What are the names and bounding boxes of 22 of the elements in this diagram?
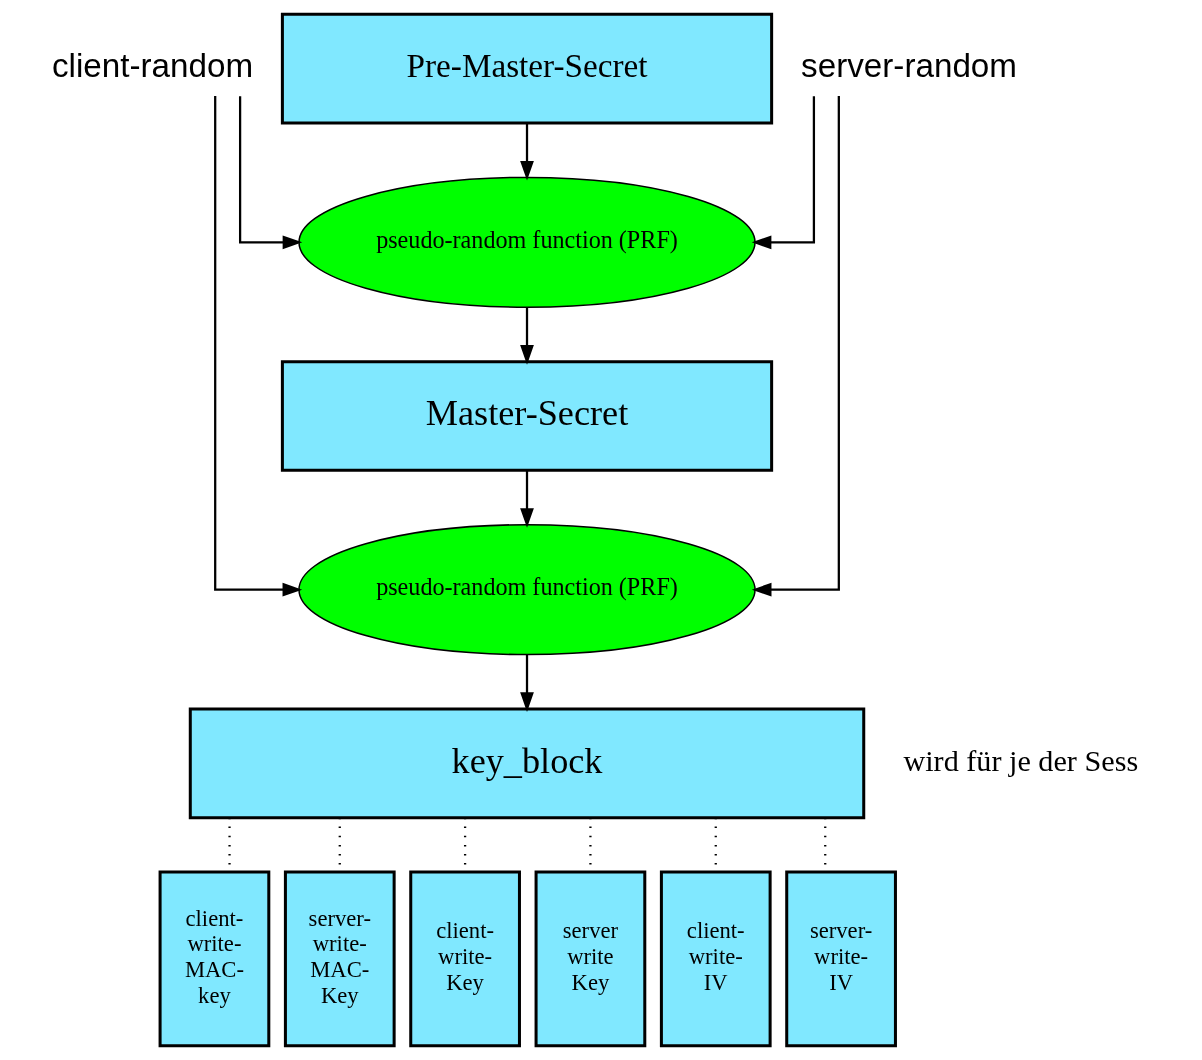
arrow bbox=[520, 307, 534, 365]
node-box: server-write-IV bbox=[785, 870, 897, 1048]
node-box: client-write-MAC-key bbox=[158, 870, 271, 1048]
node-box: client-write-IV bbox=[659, 870, 772, 1048]
node-text: server-random bbox=[801, 47, 1017, 85]
node-ellipse: pseudo-random function (PRF) bbox=[298, 523, 756, 656]
arrow bbox=[751, 95, 840, 597]
arrow bbox=[520, 470, 534, 528]
label: wird für je der Sess bbox=[903, 743, 1139, 778]
node-box: server-write-MAC-Key bbox=[283, 870, 396, 1048]
arrow bbox=[239, 96, 303, 250]
arrow bbox=[520, 654, 534, 712]
arrow bbox=[751, 96, 816, 250]
arrow bbox=[520, 123, 534, 181]
node-box: Pre-Master-Secret bbox=[280, 12, 774, 125]
node-box: Master-Secret bbox=[280, 360, 774, 472]
node-text: client-random bbox=[51, 47, 254, 85]
node-box: client-write-Key bbox=[409, 870, 521, 1048]
arrow bbox=[214, 95, 303, 597]
node-ellipse: pseudo-random function (PRF) bbox=[298, 176, 756, 309]
node-box: key_block bbox=[188, 707, 866, 820]
node-box: server write Key bbox=[534, 870, 647, 1048]
